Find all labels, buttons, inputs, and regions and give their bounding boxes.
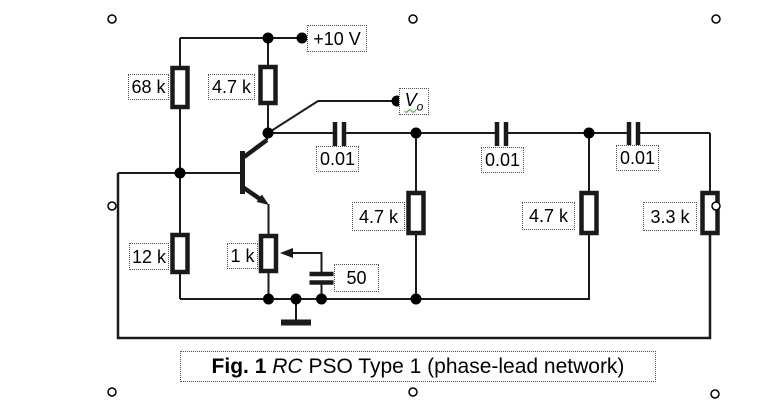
capacitor-stage1[interactable] — [332, 122, 347, 146]
label-output-vo[interactable]: Vo — [399, 88, 429, 115]
label-capacitor-stage3[interactable]: 0.01 — [616, 145, 659, 171]
feedback-loop-wire — [116, 173, 712, 340]
resistor-68k[interactable] — [170, 65, 190, 110]
capacitor-stage3[interactable] — [626, 122, 641, 146]
handle-top-right[interactable] — [711, 14, 721, 24]
caption-abbr: RC — [272, 354, 303, 378]
ladder-wire — [268, 132, 711, 193]
handle-bottom-right[interactable] — [710, 389, 720, 399]
output-tap-wire — [267, 100, 397, 134]
label-potentiometer-1k[interactable]: 1 k — [227, 243, 258, 269]
label-resistor-12k[interactable]: 12 k — [129, 243, 169, 270]
handle-middle-left[interactable] — [107, 201, 117, 211]
resistor-collector-4.7k[interactable] — [258, 64, 278, 106]
label-capacitor-stage2[interactable]: 0.01 — [481, 147, 524, 173]
label-resistor-68k[interactable]: 68 k — [128, 74, 169, 100]
selection-handles — [107, 14, 721, 399]
label-resistor-stage3[interactable]: 3.3 k — [643, 202, 697, 231]
resistor-stage1-4.7k[interactable] — [406, 190, 426, 236]
label-capacitor-stage1[interactable]: 0.01 — [316, 146, 359, 172]
vo-text: Vo — [404, 89, 424, 114]
emitter-arrow-icon — [256, 194, 269, 205]
resistor-12k[interactable] — [170, 232, 190, 275]
handle-bottom-center[interactable] — [408, 387, 418, 397]
resistor-stage3-3.3k[interactable] — [700, 190, 720, 236]
transistor-collector — [242, 138, 269, 159]
wiper-arrow-icon — [280, 248, 293, 258]
figure-caption[interactable]: Fig. 1 RC PSO Type 1 (phase-lead network… — [180, 351, 656, 382]
transistor-emitter — [242, 186, 262, 201]
label-supply-voltage[interactable]: +10 V — [307, 25, 367, 52]
caption-fig-number: Fig. 1 — [211, 354, 267, 378]
potentiometer-1k[interactable] — [258, 233, 323, 299]
label-resistor-stage2[interactable]: 4.7 k — [522, 202, 575, 230]
handle-top-left[interactable] — [107, 14, 117, 24]
handle-bottom-left[interactable] — [107, 387, 117, 397]
pot-wiper-wire — [291, 252, 323, 272]
label-capacitor-bypass[interactable]: 50 — [334, 264, 379, 292]
handle-middle-right[interactable] — [711, 201, 721, 211]
caption-text: PSO Type 1 (phase-lead network) — [308, 354, 625, 378]
resistor-stage2-4.7k[interactable] — [579, 190, 599, 236]
handle-top-center[interactable] — [408, 14, 418, 24]
label-resistor-collector[interactable]: 4.7 k — [208, 74, 255, 100]
label-resistor-stage1[interactable]: 4.7 k — [352, 202, 405, 231]
transistor-npn[interactable] — [240, 133, 270, 236]
capacitor-stage2[interactable] — [494, 122, 509, 146]
